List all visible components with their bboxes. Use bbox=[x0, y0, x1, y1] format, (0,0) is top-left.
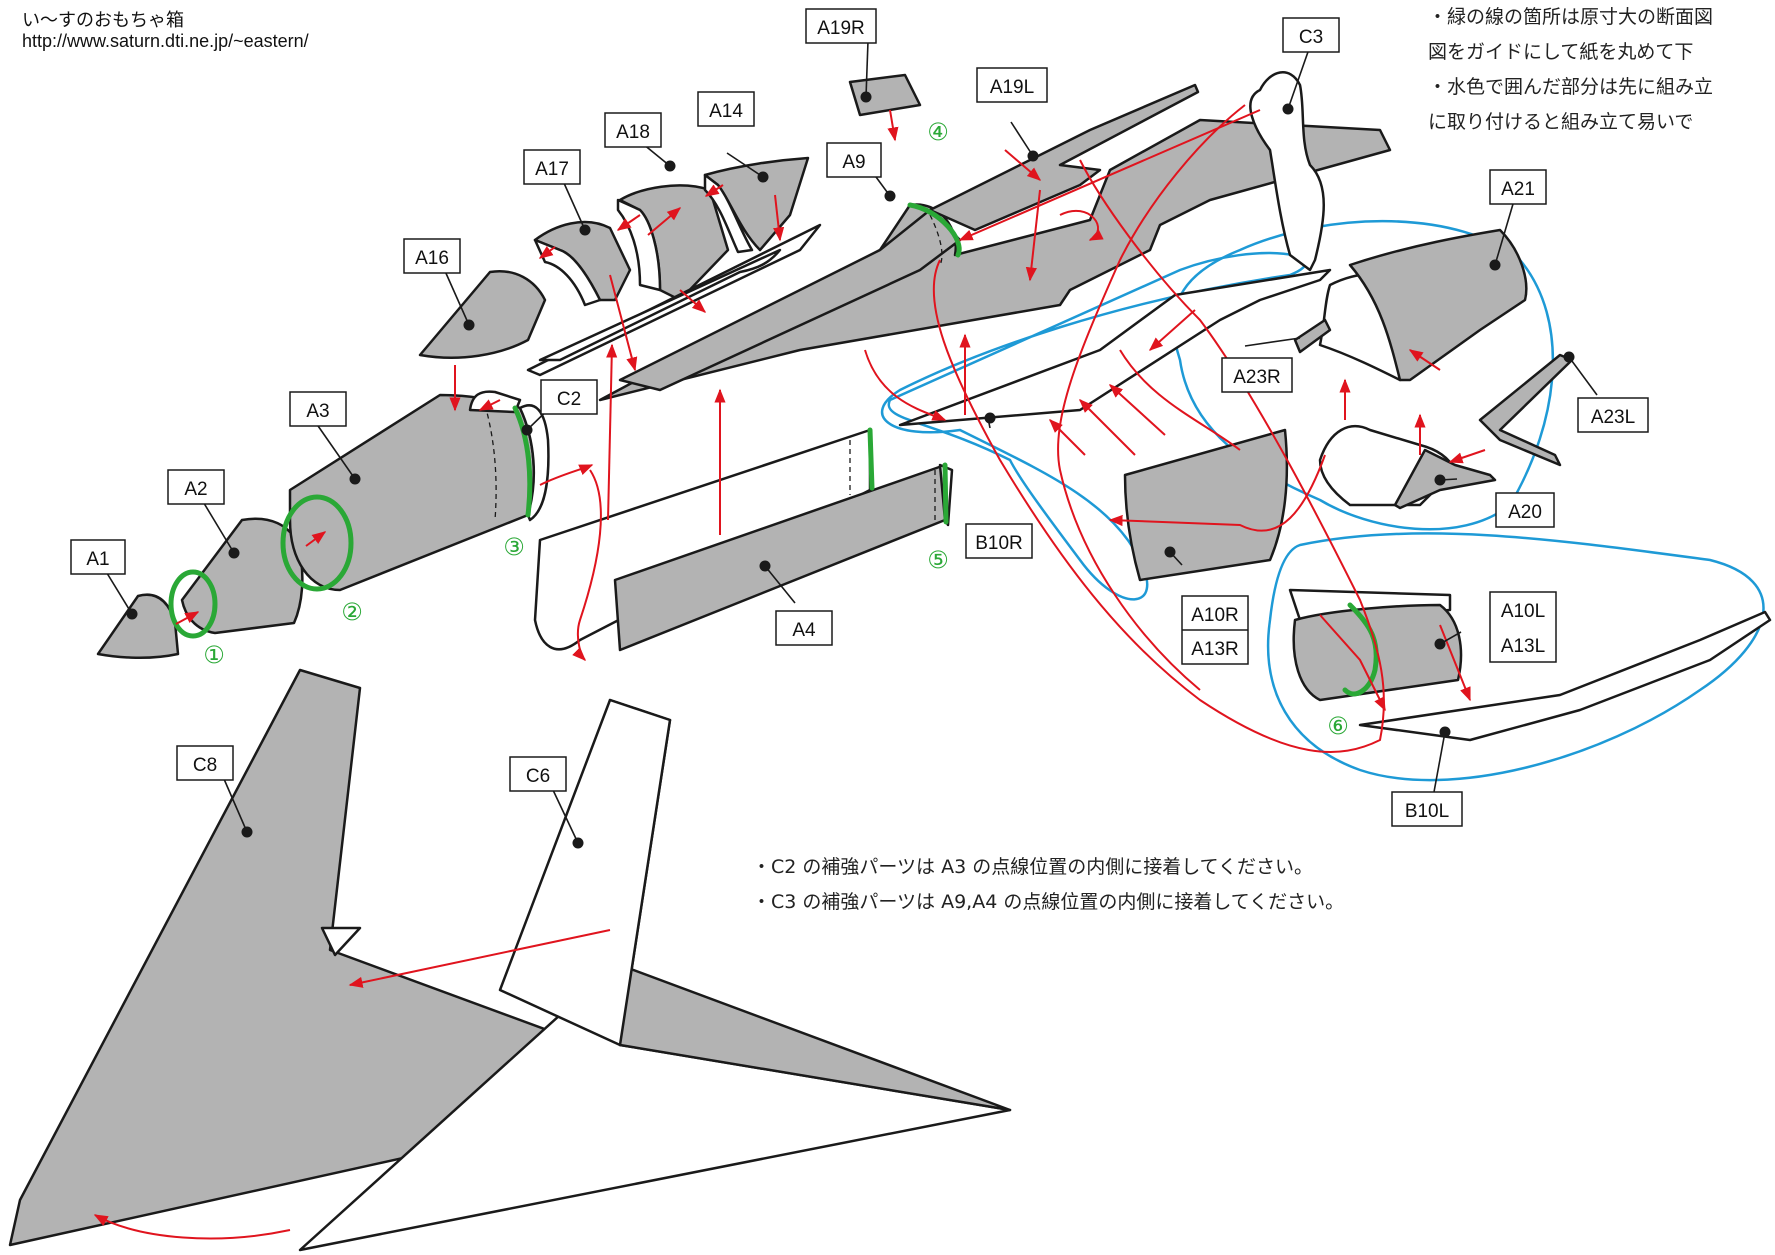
svg-text:C3: C3 bbox=[1299, 27, 1323, 48]
label-a1: A1 bbox=[70, 539, 126, 575]
subassembly-outline-right-intake bbox=[880, 251, 1307, 601]
part-a19r bbox=[848, 73, 922, 117]
subassembly-outline-left-intake bbox=[1266, 532, 1765, 782]
note-line: C2 の補強パーツは A3 の点線位置の内側に接着してください。 bbox=[752, 850, 1344, 885]
part-a23l bbox=[1478, 353, 1574, 467]
svg-text:A16: A16 bbox=[415, 248, 449, 269]
subassembly-outline-a21 bbox=[1172, 219, 1555, 531]
svg-text:A19R: A19R bbox=[817, 18, 865, 39]
part-a9-upper-strake bbox=[928, 83, 1200, 232]
label-a2: A2 bbox=[167, 469, 225, 505]
svg-text:A10R: A10R bbox=[1191, 605, 1239, 626]
svg-text:A13L: A13L bbox=[1501, 636, 1545, 657]
label-a10r-a13r: A10R A13R bbox=[1181, 595, 1249, 665]
label-a14: A14 bbox=[697, 91, 755, 127]
label-c2: C2 bbox=[540, 379, 598, 415]
svg-text:A1: A1 bbox=[86, 549, 109, 570]
svg-text:C6: C6 bbox=[526, 766, 550, 787]
part-a9 bbox=[598, 118, 1392, 402]
site-url: http://www.saturn.dti.ne.jp/~eastern/ bbox=[22, 31, 309, 51]
label-a9: A9 bbox=[826, 142, 882, 178]
label-b10r: B10R bbox=[965, 523, 1033, 559]
note-line: 緑の線の箇所は原寸大の断面図 bbox=[1428, 0, 1775, 35]
marker-2: ② bbox=[341, 598, 363, 626]
note-line: 水色で囲んだ部分は先に組み立 bbox=[1428, 70, 1775, 105]
part-c6-fin bbox=[498, 698, 672, 1047]
label-a21: A21 bbox=[1489, 169, 1547, 205]
cross-section-1 bbox=[168, 569, 218, 639]
part-b10r bbox=[898, 268, 1332, 427]
notes-top: 緑の線の箇所は原寸大の断面図 図をガイドにして紙を丸めて下 水色で囲んだ部分は先… bbox=[1428, 0, 1775, 140]
label-c6: C6 bbox=[509, 756, 567, 792]
label-a23l: A23L bbox=[1577, 397, 1649, 433]
part-a23r bbox=[1293, 318, 1332, 354]
svg-text:A14: A14 bbox=[709, 101, 743, 122]
notes-bottom: C2 の補強パーツは A3 の点線位置の内側に接着してください。 C3 の補強パ… bbox=[752, 850, 1344, 920]
part-b10l bbox=[1358, 610, 1772, 742]
label-b10l: B10L bbox=[1391, 791, 1463, 827]
part-a10r bbox=[1123, 428, 1289, 582]
part-c8-notch bbox=[320, 926, 362, 957]
cross-section-2 bbox=[280, 494, 354, 592]
svg-text:A13R: A13R bbox=[1191, 639, 1239, 660]
svg-text:B10R: B10R bbox=[975, 533, 1023, 554]
cross-section-4 bbox=[907, 202, 962, 258]
marker-3: ③ bbox=[503, 533, 525, 561]
svg-text:B10L: B10L bbox=[1405, 801, 1449, 822]
svg-text:A23R: A23R bbox=[1233, 367, 1281, 388]
label-c3: C3 bbox=[1282, 17, 1340, 53]
part-a21 bbox=[1348, 228, 1528, 382]
label-a23r: A23R bbox=[1221, 357, 1293, 393]
marker-1: ① bbox=[203, 641, 225, 669]
part-c3 bbox=[1249, 71, 1325, 272]
cross-section-5b bbox=[867, 427, 875, 491]
note-line: 図をガイドにして紙を丸めて下 bbox=[1428, 41, 1694, 63]
site-header: い～すのおもちゃ箱 http://www.saturn.dti.ne.jp/~e… bbox=[22, 10, 309, 52]
marker-4: ④ bbox=[927, 118, 949, 146]
svg-text:A3: A3 bbox=[306, 401, 329, 422]
marker-6: ⑥ bbox=[1327, 712, 1349, 740]
label-c8: C8 bbox=[176, 745, 234, 781]
svg-text:A10L: A10L bbox=[1501, 601, 1545, 622]
label-a19l: A19L bbox=[976, 67, 1048, 103]
note-line: C3 の補強パーツは A9,A4 の点線位置の内側に接着してください。 bbox=[752, 885, 1344, 920]
svg-text:A2: A2 bbox=[184, 479, 207, 500]
label-a17: A17 bbox=[523, 149, 581, 185]
label-a4: A4 bbox=[775, 610, 833, 646]
label-a20: A20 bbox=[1495, 492, 1555, 528]
svg-text:A9: A9 bbox=[842, 152, 865, 173]
part-a16 bbox=[418, 269, 547, 359]
cross-section-3 bbox=[512, 405, 533, 518]
part-a1 bbox=[96, 593, 180, 659]
part-canopy-rail-inner bbox=[538, 248, 782, 362]
svg-text:A4: A4 bbox=[792, 620, 816, 641]
label-a3: A3 bbox=[289, 391, 347, 427]
site-name: い～すのおもちゃ箱 bbox=[22, 10, 184, 31]
label-a18: A18 bbox=[604, 112, 662, 148]
label-a10l-a13l: A10L A13L bbox=[1489, 591, 1557, 663]
svg-text:A21: A21 bbox=[1501, 179, 1535, 200]
note-line: に取り付けると組み立て易いで bbox=[1428, 111, 1694, 133]
svg-text:A17: A17 bbox=[535, 159, 569, 180]
svg-text:A19L: A19L bbox=[990, 77, 1034, 98]
cross-section-5 bbox=[942, 462, 949, 525]
cross-section-6 bbox=[1342, 602, 1379, 697]
svg-text:A18: A18 bbox=[616, 122, 650, 143]
label-a16: A16 bbox=[403, 238, 461, 274]
marker-5: ⑤ bbox=[927, 546, 949, 574]
svg-text:A20: A20 bbox=[1508, 502, 1542, 523]
svg-text:C8: C8 bbox=[193, 755, 217, 776]
svg-text:C2: C2 bbox=[557, 389, 581, 410]
svg-text:A23L: A23L bbox=[1591, 407, 1635, 428]
label-a19r: A19R bbox=[805, 8, 877, 44]
